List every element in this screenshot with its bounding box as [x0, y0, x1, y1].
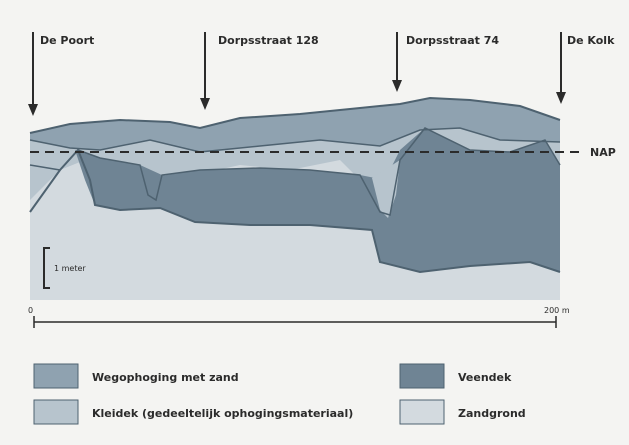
location-label-dorpsstraat-128: Dorpsstraat 128 — [218, 34, 319, 47]
legend-label-sand-ground: Zandgrond — [458, 407, 526, 420]
clay-outline — [29, 127, 561, 216]
horizontal-scale-end: 200 m — [544, 306, 570, 315]
legend: Wegophoging met zand Kleidek (gedeelteli… — [33, 363, 526, 425]
base-outline — [29, 148, 561, 274]
legend-swatch-peat — [399, 363, 445, 389]
peat-layer — [75, 128, 560, 272]
legend-label-peat: Veendek — [458, 371, 512, 384]
location-arrow-de-kolk — [556, 32, 566, 104]
location-label-de-kolk: De Kolk — [567, 34, 615, 47]
surface-outline — [29, 96, 561, 134]
location-arrow-dorpsstraat-128 — [200, 32, 210, 110]
legend-label-clay: Kleidek (gedeeltelijk ophogingsmateriaal… — [92, 407, 353, 420]
location-arrow-dorpsstraat-74 — [392, 32, 402, 92]
legend-swatch-road-sand — [33, 363, 79, 389]
peat-dip-1 — [140, 165, 162, 200]
legend-label-road-sand: Wegophoging met zand — [92, 371, 239, 384]
legend-swatch-sand-ground — [399, 399, 445, 425]
legend-swatch-clay — [33, 399, 79, 425]
location-label-dorpsstraat-74: Dorpsstraat 74 — [406, 34, 499, 47]
location-label-de-poort: De Poort — [40, 34, 94, 47]
vertical-scale-label: 1 meter — [54, 264, 86, 273]
clay-top-outline — [29, 127, 561, 153]
road-sand-layer — [30, 98, 560, 152]
peat-dip-2 — [372, 160, 400, 218]
horizontal-scale-start: 0 — [28, 306, 33, 315]
vertical-scale-bracket — [43, 247, 50, 289]
horizontal-scale-bar — [33, 316, 557, 328]
nap-label: NAP — [590, 146, 616, 159]
location-arrow-de-poort — [28, 32, 38, 116]
